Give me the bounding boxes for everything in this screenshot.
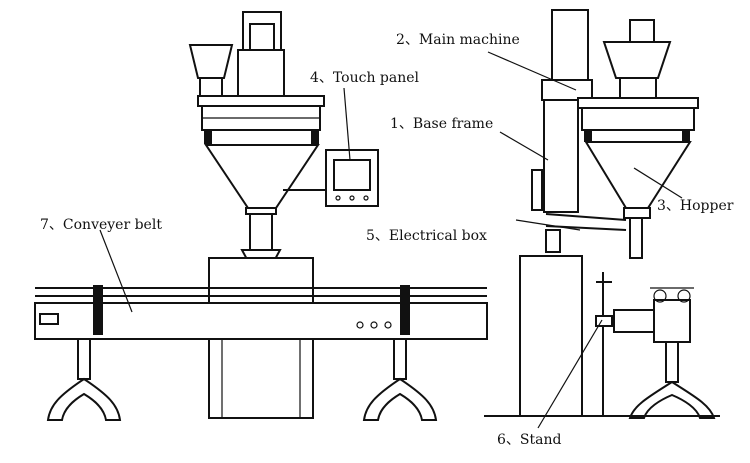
right-filling-machine [484,9,720,419]
label-stand: 6、Stand [497,432,561,448]
label-hopper: 3、Hopper [657,198,734,214]
label-base-frame: 1、Base frame [390,116,493,132]
left-filling-machine [188,11,379,419]
label-main-machine: 2、Main machine [396,32,520,48]
label-electrical-box: 5、Electrical box [366,228,487,244]
leader-lines [99,51,683,429]
label-conveyer-belt: 7、Conveyer belt [40,217,162,233]
conveyer-belt [34,285,488,421]
part-labels: 2、Main machine 4、Touch panel 1、Base fram… [40,32,734,448]
label-touch-panel: 4、Touch panel [310,70,420,86]
